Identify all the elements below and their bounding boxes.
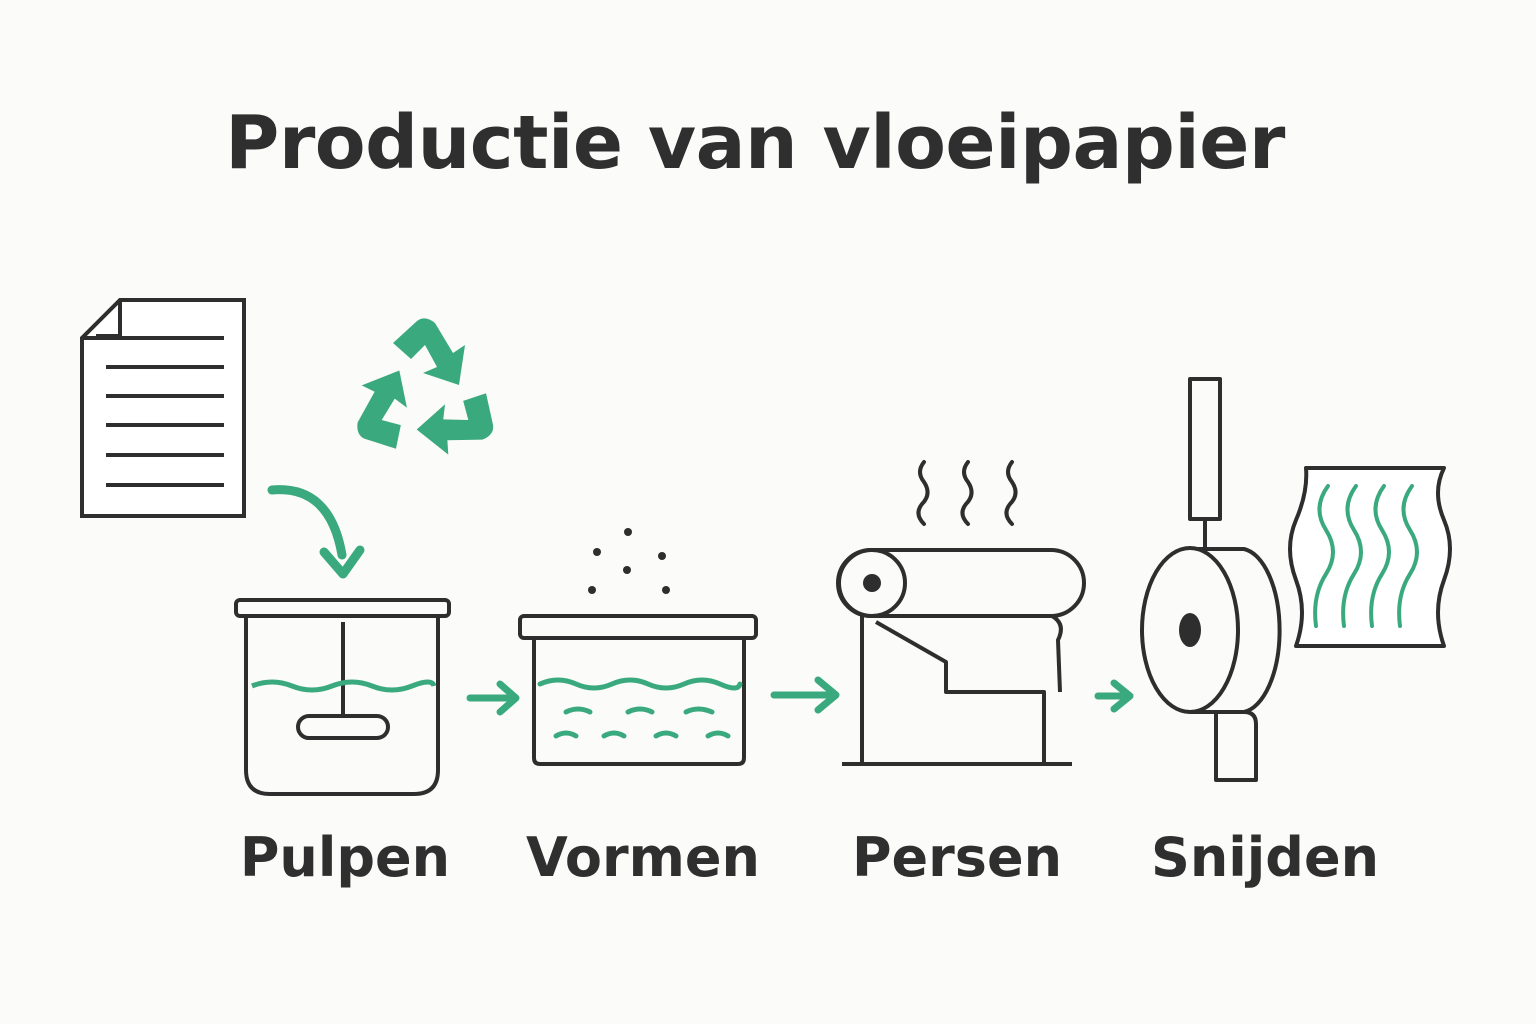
forming-tray-icon bbox=[518, 614, 758, 766]
flow-arrow-3 bbox=[1094, 679, 1134, 713]
cutting-roll-icon bbox=[1140, 377, 1282, 782]
mixing-tank-icon bbox=[234, 598, 451, 796]
input-arrow bbox=[267, 485, 347, 560]
step-label-persen: Persen bbox=[851, 826, 1063, 889]
tank-liquid bbox=[251, 679, 437, 693]
step-label-pulpen: Pulpen bbox=[239, 826, 451, 889]
flow-arrow-1 bbox=[466, 680, 520, 716]
diagram-title: Productie van vloeipapier bbox=[225, 100, 1285, 186]
recycle-icon bbox=[357, 318, 494, 455]
tissue-sheet-icon bbox=[1288, 466, 1452, 648]
step-label-vormen: Vormen bbox=[526, 826, 760, 889]
forming-particles bbox=[588, 528, 670, 594]
paper-document-icon bbox=[80, 298, 246, 518]
steam-lines bbox=[916, 460, 1018, 526]
step-label-snijden: Snijden bbox=[1150, 826, 1380, 889]
input-arrow-head bbox=[319, 545, 365, 579]
flow-arrow-2 bbox=[770, 676, 840, 714]
forming-slurry bbox=[537, 677, 743, 739]
press-roller-icon bbox=[836, 548, 1086, 766]
